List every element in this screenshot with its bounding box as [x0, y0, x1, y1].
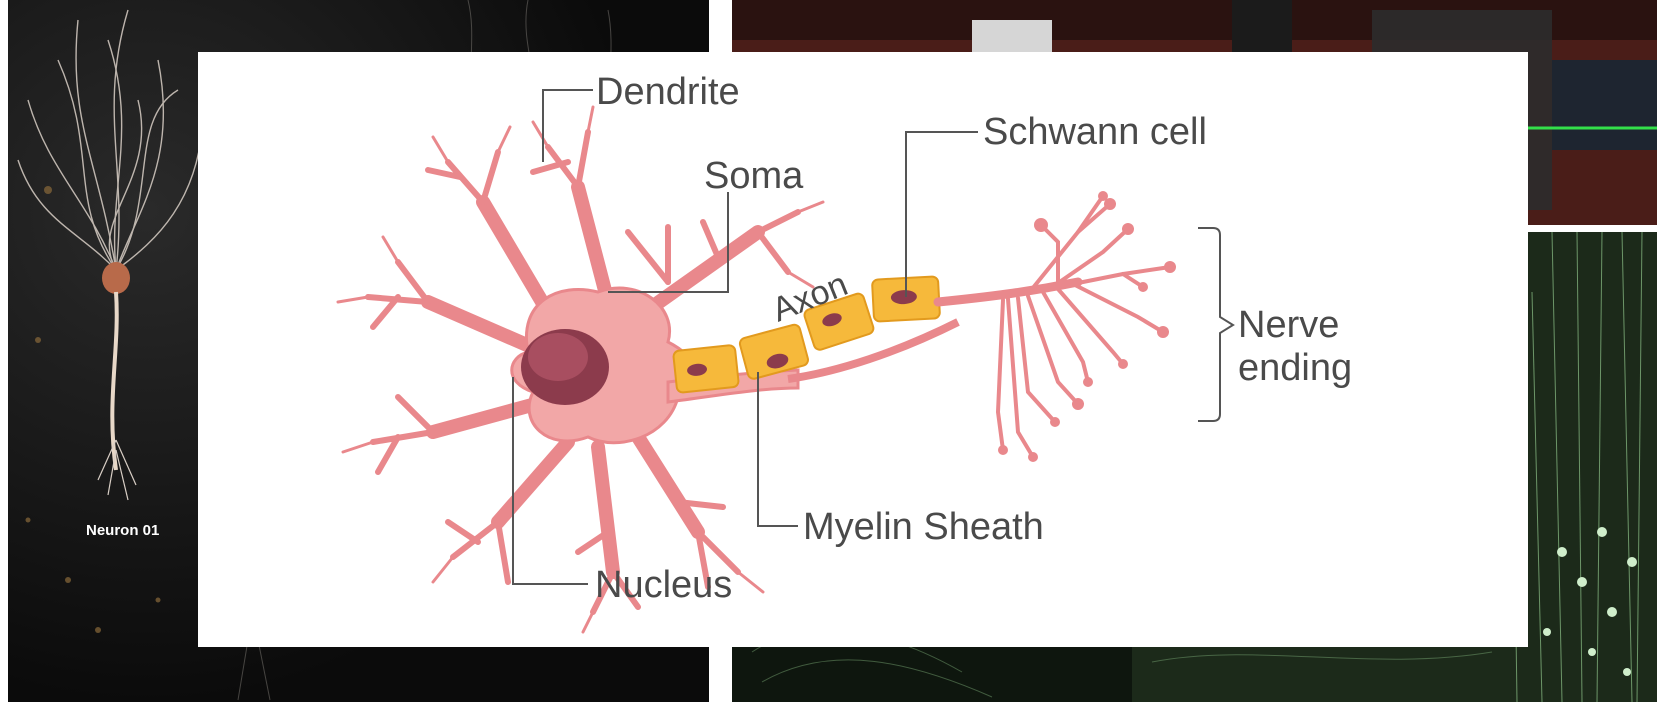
label-dendrite: Dendrite — [596, 71, 740, 113]
diagram-labels: Dendrite Soma Schwann cell Axon Nerve en… — [595, 71, 1352, 606]
neuron-diagram: Dendrite Soma Schwann cell Axon Nerve en… — [198, 52, 1528, 647]
label-nerve-ending-line2: ending — [1238, 347, 1352, 389]
schwann-cell — [673, 345, 739, 393]
schwann-cell-leader — [906, 132, 978, 297]
label-soma: Soma — [704, 155, 804, 197]
label-myelin-sheath: Myelin Sheath — [803, 506, 1044, 548]
nerve-ending-bracket — [1198, 228, 1233, 421]
label-nerve-ending-line1: Nerve — [1238, 304, 1339, 346]
nucleus — [521, 329, 609, 405]
neuron-photo-caption: Neuron 01 — [86, 522, 186, 539]
myelin-sheath-leader — [758, 372, 798, 526]
nerve-ending — [938, 191, 1176, 462]
label-nucleus: Nucleus — [595, 564, 732, 606]
label-schwann-cell: Schwann cell — [983, 111, 1207, 153]
neuron-diagram-svg: Dendrite Soma Schwann cell Axon Nerve en… — [198, 52, 1528, 647]
